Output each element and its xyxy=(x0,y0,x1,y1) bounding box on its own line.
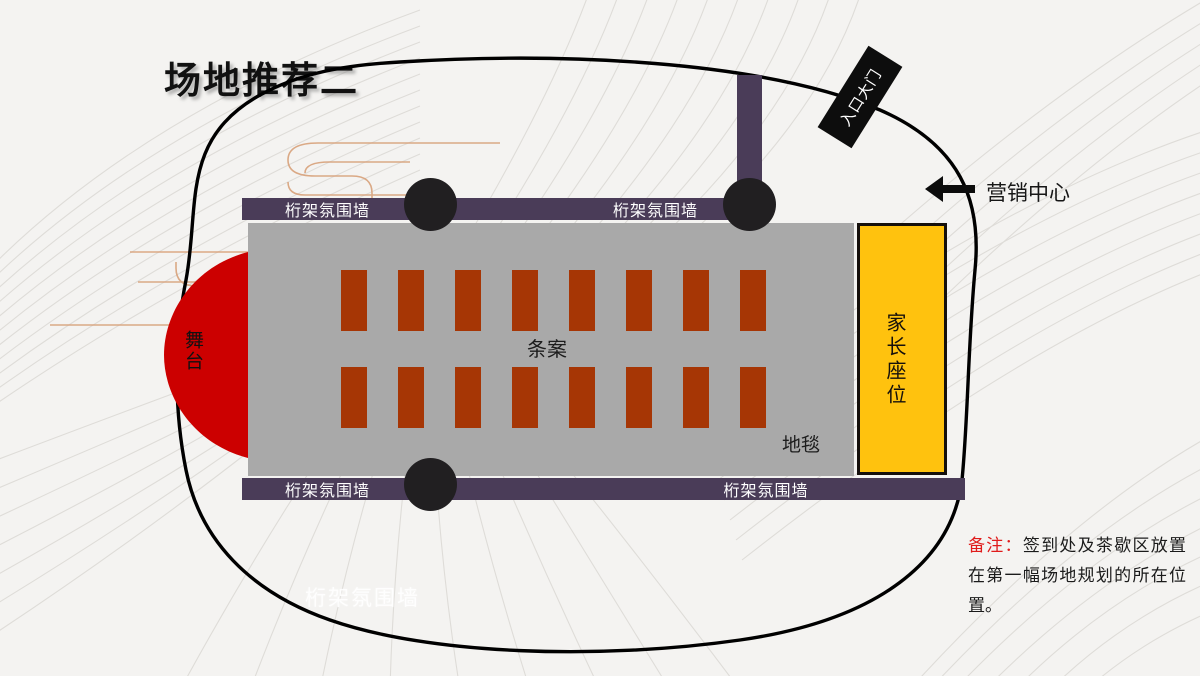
table-unit xyxy=(512,270,538,331)
pillar-circle xyxy=(404,178,457,231)
truss-wall-bottom-left: 桁架氛围墙 xyxy=(242,478,457,500)
left-arrow-icon xyxy=(925,176,975,202)
marketing-center-label: 营销中心 xyxy=(986,181,1070,205)
truss-wall-label: 桁架氛围墙 xyxy=(612,203,698,220)
carpet-label: 地毯 xyxy=(782,435,821,456)
table-unit xyxy=(683,367,709,428)
note-text: 签到处及茶歇区放置在第一幅场地规划的所在位置。 xyxy=(968,536,1187,615)
watermark: 桁架氛围墙 xyxy=(305,586,420,610)
table-unit xyxy=(455,367,481,428)
table-unit xyxy=(398,367,424,428)
table-unit xyxy=(740,270,766,331)
stage-shape xyxy=(164,252,248,458)
table-unit xyxy=(740,367,766,428)
parent-seating-label: 家长座位 xyxy=(883,312,905,408)
table-unit xyxy=(455,270,481,331)
truss-wall-label: 桁架氛围墙 xyxy=(723,483,809,500)
table-unit xyxy=(626,367,652,428)
table-unit xyxy=(341,270,367,331)
table-unit xyxy=(569,270,595,331)
table-unit xyxy=(683,270,709,331)
truss-wall-bottom-right: 桁架氛围墙 xyxy=(453,478,965,500)
stage-label: 舞台 xyxy=(182,330,203,372)
table-unit xyxy=(341,367,367,428)
table-unit xyxy=(626,270,652,331)
truss-wall-top-left: 桁架氛围墙 xyxy=(242,198,457,220)
truss-wall-label: 桁架氛围墙 xyxy=(284,483,370,500)
note-key: 备注： xyxy=(968,536,1023,555)
pillar-circle xyxy=(404,458,457,511)
note-block: 备注：签到处及茶歇区放置在第一幅场地规划的所在位置。 xyxy=(968,531,1186,620)
pillar-circle xyxy=(723,178,776,231)
parent-seating-area xyxy=(857,223,947,475)
truss-wall-label: 桁架氛围墙 xyxy=(284,203,370,220)
table-unit xyxy=(512,367,538,428)
truss-wall-top-right: 桁架氛围墙 xyxy=(453,198,738,220)
table-unit xyxy=(569,367,595,428)
tables-label: 条案 xyxy=(527,339,567,361)
table-unit xyxy=(398,270,424,331)
carpet-area xyxy=(248,223,854,476)
